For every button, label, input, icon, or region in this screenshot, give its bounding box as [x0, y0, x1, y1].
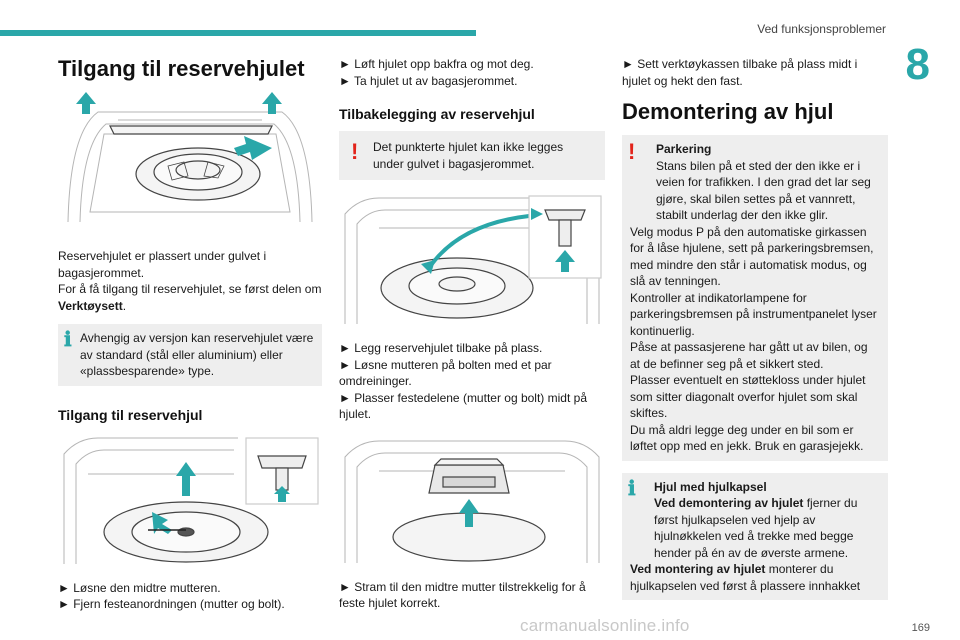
- step-place-fasteners: ► Plasser festedelene (mutter og bolt) m…: [339, 390, 587, 422]
- illustration-refit-wheel: [339, 194, 605, 326]
- warning-line-1: Stans bilen på et sted der den ikke er i…: [656, 158, 871, 223]
- step-replace-spare: ► Legg reservehjulet tilbake på plass.: [339, 341, 543, 355]
- info-bold-removal: Ved demontering av hjulet: [654, 496, 804, 510]
- info-paragraph-mounting: Ved montering av hjulet monterer du hjul…: [630, 561, 880, 594]
- step-remove-fastener: ► Fjern festeanordningen (mutter og bolt…: [58, 597, 285, 611]
- paragraph-toolkit-ref: For å få tilgang til reservehjulet, se f…: [58, 281, 322, 314]
- info-box-hubcap: ℹ Hjul med hjulkapsel Ved demontering av…: [622, 472, 888, 600]
- warning-icon: !: [628, 139, 636, 164]
- section-title: Ved funksjonsproblemer: [757, 22, 886, 36]
- step-lift-wheel: ► Løft hjulet opp bakfra og mot deg.: [339, 57, 534, 71]
- illustration-loosen-nut: [58, 433, 322, 566]
- info-paragraph-removal: Ved demontering av hjulet fjerner du før…: [630, 495, 880, 561]
- info-text-wheel-type: Avhengig av versjon kan reservehjulet væ…: [80, 331, 314, 378]
- info-bold-mounting: Ved montering av hjulet: [630, 562, 766, 576]
- info-icon: ℹ: [628, 477, 636, 500]
- illustration-trunk-spare-wheel: [58, 92, 322, 228]
- warning-title-parking: Parkering: [656, 142, 712, 156]
- warning-text-punctured-wheel: Det punkterte hjulet kan ikke legges und…: [373, 140, 564, 171]
- warning-icon: !: [351, 139, 359, 164]
- page-number: 169: [911, 622, 930, 634]
- watermark: carmanualsonline.info: [520, 616, 690, 635]
- column-2: ► Løft hjulet opp bakfra og mot deg. ► T…: [339, 56, 605, 612]
- paragraph-spare-location: Reservehjulet er plassert under gulvet i…: [58, 249, 267, 280]
- info-box-wheel-type: ℹ Avhengig av versjon kan reservehjulet …: [58, 324, 322, 386]
- warning-line-2: Velg modus P på den automatiske girkasse…: [630, 224, 874, 289]
- step-loosen-nut-on-bolt: ► Løsne mutteren på bolten med et par om…: [339, 357, 552, 389]
- info-title-hubcap: Hjul med hjulkapsel: [654, 479, 767, 494]
- warning-line-3: Kontroller at indikatorlampene for parke…: [630, 290, 877, 338]
- toolkit-ref-link[interactable]: Verktøysett: [58, 298, 123, 313]
- toolkit-ref-prefix: For å få tilgang til reservehjulet, se f…: [58, 282, 322, 296]
- warning-line-5: Plasser eventuelt en støttekloss under h…: [630, 373, 866, 420]
- illustration-tighten-nut: [339, 436, 605, 565]
- toolkit-ref-suffix: .: [122, 298, 127, 313]
- subheading-spare-refit: Tilbakelegging av reservehjul: [339, 106, 535, 122]
- section-heading-spare-wheel-access: Tilgang til reservehjulet: [58, 56, 305, 81]
- subheading-spare-access: Tilgang til reservehjul: [58, 406, 203, 423]
- column-1: Tilgang til reservehjulet: [58, 56, 322, 613]
- info-icon: ℹ: [64, 329, 72, 351]
- section-heading-wheel-removal: Demontering av hjul: [622, 99, 834, 124]
- warning-line-4: Påse at passasjerene har gått ut av bile…: [630, 340, 868, 371]
- step-remove-wheel: ► Ta hjulet ut av bagasjerommet.: [339, 73, 518, 88]
- step-tighten-center-nut: ► Stram til den midtre mutter tilstrekke…: [339, 579, 586, 611]
- info-text-mounting: monterer du hjulkapselen ved først å pla…: [630, 562, 861, 593]
- warning-box-parking: ! Parkering Stans bilen på et sted der d…: [622, 135, 888, 461]
- header-accent-bar: [0, 30, 476, 36]
- step-refit-toolkit: ► Sett verktøykassen tilbake på plass mi…: [622, 57, 858, 88]
- warning-line-6: Du må aldri legge deg under en bil som e…: [630, 422, 864, 454]
- step-loosen-center-nut: ► Løsne den midtre mutteren.: [58, 580, 221, 595]
- info-text-removal: fjerner du først hjulkapselen ved hjelp …: [654, 496, 858, 560]
- column-3: ► Sett verktøykassen tilbake på plass mi…: [622, 56, 888, 600]
- warning-box-punctured-wheel: ! Det punkterte hjulet kan ikke legges u…: [339, 131, 605, 180]
- chapter-number: 8: [905, 40, 930, 89]
